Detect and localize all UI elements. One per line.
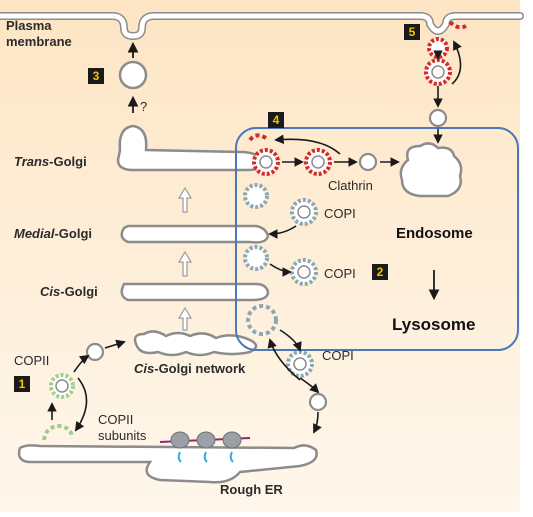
uncoated-vesicle: [85, 342, 105, 362]
secretory-vesicle: [118, 60, 148, 90]
plasma-membrane: [0, 12, 524, 41]
arrow-copi-down: [299, 377, 320, 394]
svg-text:2: 2: [377, 265, 384, 279]
arrow-copi-in: [267, 338, 301, 381]
svg-text:5: 5: [409, 25, 416, 39]
clathrin-vesicles: [248, 133, 378, 176]
copi-middle-label: COPI: [324, 266, 356, 281]
copii-subunits: [42, 423, 74, 441]
ribosome-icon: [196, 431, 216, 449]
medial-golgi-label: Medial-Golgi: [14, 226, 92, 241]
copi-vesicles-box: [243, 183, 318, 336]
ribosomes: [170, 431, 242, 463]
uncertain-mark: ?: [140, 99, 147, 114]
step-marker-4: 4: [268, 112, 284, 128]
svg-text:4: 4: [273, 113, 280, 127]
hollow-up-arrow-icon: [177, 186, 193, 213]
step-marker-2: 2: [372, 264, 388, 280]
copi-top-label: COPI: [324, 206, 356, 221]
ribosome-icon: [222, 431, 242, 449]
arrow-copii-uncoat: [73, 354, 90, 373]
arrow-to-cgn: [104, 339, 126, 349]
arrow-clathrin-recycle-top: [451, 40, 462, 85]
arrow-copi-out: [279, 329, 302, 352]
copii-subunits-label-line1: COPII: [98, 412, 133, 427]
cis-golgi-cisterna: [120, 282, 270, 302]
golgi-progression-arrows: [177, 186, 193, 331]
arrow-clathrin-recycle: [274, 134, 341, 155]
copii-vesicle-core: [55, 379, 69, 393]
trans-golgi-label: Trans-Golgi: [14, 154, 87, 169]
plasma-membrane-label-line1: Plasma: [6, 18, 52, 33]
hollow-up-arrow-icon: [177, 306, 193, 331]
step-marker-1: 1: [14, 376, 30, 392]
cis-golgi-network-label: Cis-Golgi network: [134, 361, 246, 376]
copi-bottom-label: COPI: [322, 348, 354, 363]
cis-golgi-label: Cis-Golgi: [40, 284, 98, 299]
copii-label: COPII: [14, 353, 49, 368]
uncoated-vesicle-retro: [308, 392, 328, 412]
arrow-to-er: [313, 411, 322, 434]
copi-vesicle-core: [293, 357, 307, 371]
medial-golgi-cisterna: [120, 224, 270, 244]
plasma-membrane-label-line2: membrane: [6, 34, 72, 49]
arrow-copi-retro-2: [269, 263, 292, 277]
lysosome-label: Lysosome: [392, 315, 475, 334]
step-marker-5: 5: [404, 24, 420, 40]
svg-text:1: 1: [19, 377, 26, 391]
arrow-copi-retro-1: [268, 225, 297, 239]
cis-golgi-network: [133, 330, 258, 357]
step-marker-3: 3: [88, 68, 104, 84]
hollow-up-arrow-icon: [177, 250, 193, 277]
svg-text:3: 3: [93, 69, 100, 83]
rough-er-label: Rough ER: [220, 482, 283, 497]
clathrin-label: Clathrin: [328, 178, 373, 193]
copii-subunits-label-line2: subunits: [98, 428, 147, 443]
endosome-lysosome-box: [235, 127, 519, 351]
arrow-copii-recycle: [74, 377, 88, 432]
endosome-label: Endosome: [396, 225, 473, 242]
ribosome-icon: [170, 431, 190, 449]
endosome-body: [399, 142, 463, 198]
